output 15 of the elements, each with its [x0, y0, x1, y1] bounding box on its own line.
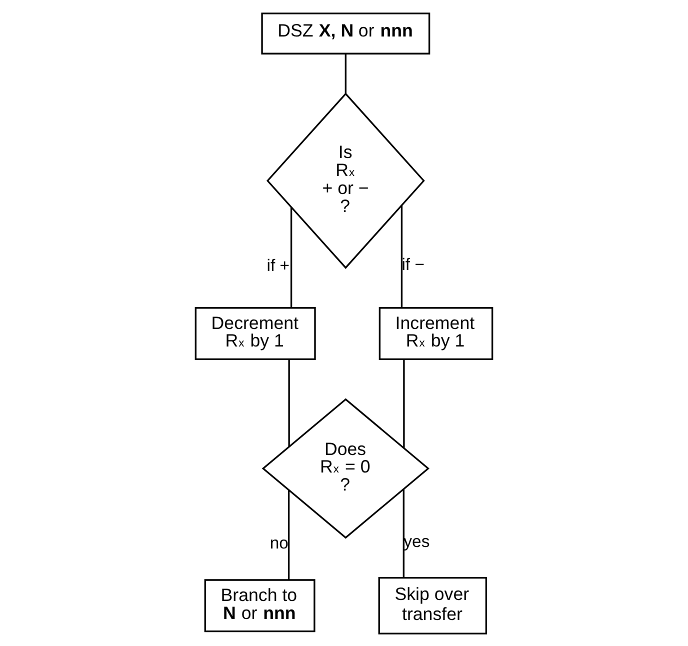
edge-label: if + — [266, 255, 290, 274]
connector — [344, 53, 347, 93]
node-box: Skip over transfer — [378, 576, 488, 634]
node-box: DSZ X, N or nnn — [261, 12, 430, 54]
node-box: Increment Rx by 1 — [378, 306, 494, 360]
node-diamond: Does Rx = 0 ? — [262, 398, 430, 538]
node-box: Decrement Rx by 1 — [194, 306, 316, 360]
connector — [288, 358, 290, 446]
connector — [288, 490, 290, 580]
node-box: Branch to N or nnn — [204, 578, 316, 632]
connector — [402, 488, 404, 577]
connector — [290, 206, 292, 308]
edge-label: if − — [402, 254, 424, 274]
connector — [400, 204, 403, 308]
connector — [403, 358, 405, 448]
